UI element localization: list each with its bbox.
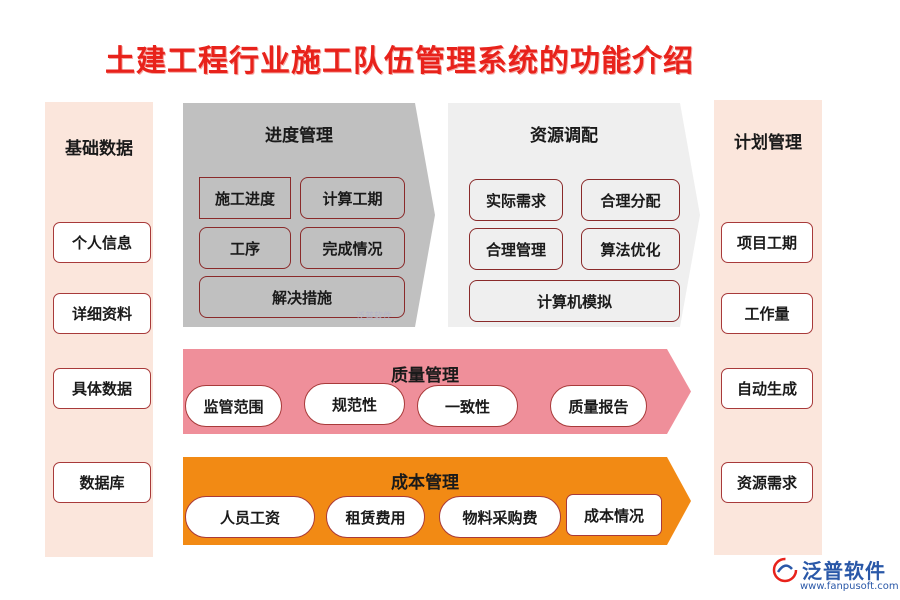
left-item-specific-data[interactable]: 具体数据	[53, 368, 151, 409]
cost-heading: 成本管理	[391, 473, 459, 493]
cost-item-staff-salary[interactable]: 人员工资	[185, 496, 315, 538]
progress-block: 进度管理	[183, 103, 435, 327]
resource-item-computer-simulation[interactable]: 计算机模拟	[469, 280, 680, 322]
resource-item-algorithm-optimization[interactable]: 算法优化	[581, 228, 680, 270]
quality-heading: 质量管理	[391, 366, 459, 386]
cost-item-rental-fee[interactable]: 租赁费用	[326, 496, 425, 538]
right-item-auto-generate[interactable]: 自动生成	[721, 368, 813, 409]
progress-arrow-shape	[183, 103, 435, 327]
cost-item-material-procurement[interactable]: 物料采购费	[439, 496, 561, 538]
brand-swirl-icon	[772, 557, 798, 582]
quality-item-consistency[interactable]: 一致性	[417, 385, 518, 427]
right-item-project-period[interactable]: 项目工期	[721, 222, 813, 263]
right-item-workload[interactable]: 工作量	[721, 293, 813, 334]
resource-item-actual-demand[interactable]: 实际需求	[469, 179, 563, 221]
watermark-text: 泛普软件	[356, 312, 393, 322]
progress-item-construction-progress[interactable]: 施工进度	[199, 177, 291, 219]
left-column-heading: 基础数据	[65, 139, 133, 159]
resource-item-rational-management[interactable]: 合理管理	[469, 228, 563, 270]
brand-name: 泛普软件	[802, 559, 886, 583]
left-item-personal-info[interactable]: 个人信息	[53, 222, 151, 263]
resource-block: 资源调配	[448, 103, 700, 327]
progress-item-solutions[interactable]: 解决措施	[199, 276, 405, 318]
left-item-database[interactable]: 数据库	[53, 462, 151, 503]
right-item-resource-demand[interactable]: 资源需求	[721, 462, 813, 503]
quality-item-standardization[interactable]: 规范性	[304, 383, 405, 425]
resource-item-rational-allocation[interactable]: 合理分配	[581, 179, 680, 221]
page-title: 土建工程行业施工队伍管理系统的功能介绍	[105, 44, 694, 79]
resource-arrow-shape	[448, 103, 700, 327]
progress-item-completion[interactable]: 完成情况	[300, 227, 405, 269]
left-item-detailed-info[interactable]: 详细资料	[53, 293, 151, 334]
quality-item-quality-report[interactable]: 质量报告	[550, 385, 647, 427]
cost-item-cost-status[interactable]: 成本情况	[566, 494, 662, 536]
progress-item-calc-duration[interactable]: 计算工期	[300, 177, 405, 219]
brand-url: www.fanpusoft.com	[800, 581, 899, 592]
brand-logo: 泛普软件	[772, 555, 886, 584]
quality-item-supervision-scope[interactable]: 监管范围	[185, 385, 282, 427]
progress-heading: 进度管理	[265, 126, 333, 146]
right-column-heading: 计划管理	[734, 133, 802, 153]
progress-item-process[interactable]: 工序	[199, 227, 291, 269]
resource-heading: 资源调配	[530, 126, 598, 146]
